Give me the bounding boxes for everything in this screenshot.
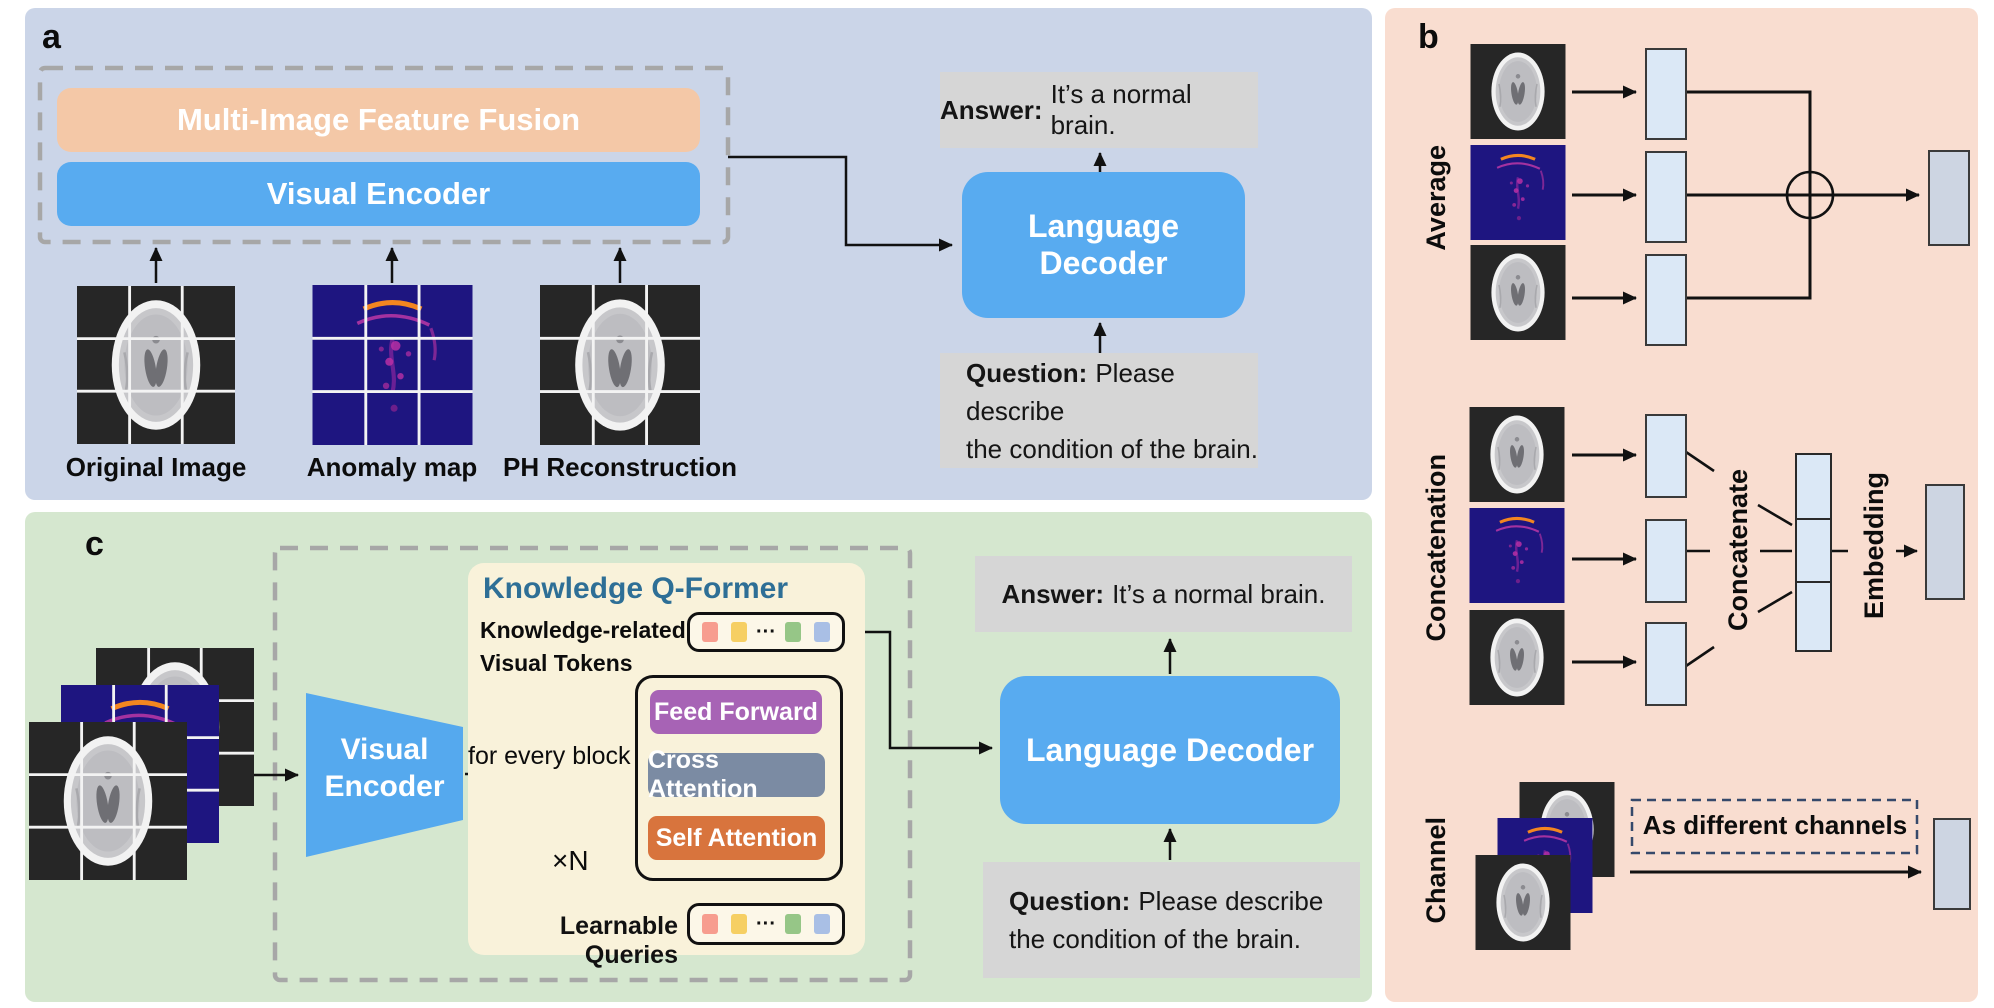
language-decoder-box-c: Language Decoder	[1000, 676, 1340, 824]
embedding-label-wrap: Embedding	[1854, 440, 1894, 650]
question-note-c: Question:Please describe the condition o…	[983, 862, 1360, 978]
avg-feature-rect-2	[1645, 151, 1687, 243]
channel-output-rect	[1933, 818, 1971, 910]
embedding-label: Embedding	[1858, 471, 1889, 619]
cross-attention-box: Cross Attention	[648, 746, 825, 803]
avg-feature-rect-3	[1645, 254, 1687, 346]
cat-feature-rect-1	[1645, 414, 1687, 498]
token-square-green	[784, 622, 801, 642]
avg-feature-rect-1	[1645, 48, 1687, 140]
panel-b-label: b	[1418, 18, 1439, 56]
average-row-label-wrap: Average	[1416, 110, 1456, 285]
answer-text-a: It’s a normal brain.	[1050, 79, 1192, 140]
cat-embedding-rect	[1925, 484, 1965, 600]
as-different-channels-label: As different channels	[1642, 810, 1908, 840]
token-square-blue	[813, 622, 830, 642]
answer-text-c: It’s a normal brain.	[1112, 578, 1326, 609]
cat-stack-segment-2	[1795, 518, 1832, 585]
panel-c-label: c	[85, 525, 104, 563]
token-square-red	[702, 622, 718, 642]
query-ellipsis: ···	[756, 912, 776, 935]
question-prefix-a: Question:	[966, 357, 1088, 388]
question-prefix-c: Question:	[1009, 886, 1131, 916]
cat-image-brain1	[1469, 407, 1565, 502]
cat-image-brain2	[1469, 610, 1565, 705]
anomaly-map-thumbnail	[310, 285, 475, 445]
average-row-label: Average	[1420, 144, 1451, 251]
concatenation-row-label-wrap: Concatenation	[1416, 425, 1456, 670]
question-note-a: Question:Please describe the condition o…	[940, 353, 1258, 468]
channel-row-label-wrap: Channel	[1416, 793, 1456, 948]
panel-a-label: a	[42, 18, 61, 56]
self-attention-box: Self Attention	[648, 816, 825, 860]
cat-image-anomaly	[1469, 508, 1565, 603]
query-square-yellow	[731, 914, 747, 934]
original-image-label: Original Image	[65, 452, 247, 482]
question-line2-a: the condition of the brain.	[966, 433, 1258, 464]
avg-output-rect	[1928, 150, 1970, 246]
qformer-block-outline	[635, 675, 843, 881]
answer-note-c: Answer: It’s a normal brain.	[975, 556, 1352, 632]
visual-encoder-box-a: Visual Encoder	[57, 162, 700, 226]
concatenate-label: Concatenate	[1722, 468, 1753, 632]
concatenation-row-label: Concatenation	[1420, 453, 1451, 642]
avg-image-anomaly	[1469, 145, 1567, 240]
ph-reconstruction-label: PH Reconstruction	[502, 452, 738, 482]
question-line1-a: Please describe	[966, 357, 1175, 426]
visual-tokens-label: Visual Tokens	[480, 650, 633, 676]
cat-feature-rect-2	[1645, 519, 1687, 603]
query-square-green	[784, 914, 801, 934]
token-square-yellow	[731, 622, 747, 642]
answer-note-a: Answer: It’s a normal brain.	[940, 72, 1258, 148]
knowledge-related-label: Knowledge-related	[480, 617, 686, 643]
question-text-wrap-a: Question:Please describe the condition o…	[966, 354, 1258, 468]
knowledge-qformer-title: Knowledge Q-Former	[483, 572, 789, 605]
question-text-wrap-c: Question:Please describe the condition o…	[1009, 882, 1323, 958]
visual-encoder-trapezoid-label: Visual Encoder	[324, 733, 445, 803]
query-square-blue	[813, 914, 830, 934]
anomaly-map-label: Anomaly map	[306, 452, 478, 482]
cat-stack-segment-1	[1795, 453, 1832, 522]
stacked-image-front	[28, 722, 188, 880]
channel-row-label: Channel	[1420, 817, 1451, 924]
channel-image-front	[1474, 855, 1572, 950]
feed-forward-box: Feed Forward	[650, 690, 822, 734]
language-decoder-box-a: Language Decoder	[962, 172, 1245, 318]
ph-reconstruction-thumbnail	[540, 285, 700, 445]
avg-image-brain2	[1469, 245, 1567, 340]
question-line1-c: Please describe	[1138, 886, 1324, 916]
for-every-block-label: for every block	[468, 742, 631, 770]
multi-image-feature-fusion-box: Multi-Image Feature Fusion	[57, 88, 700, 152]
answer-prefix-c: Answer:	[1001, 578, 1105, 609]
cat-stack-segment-3	[1795, 581, 1832, 652]
question-line2-c: the condition of the brain.	[1009, 924, 1301, 954]
learnable-queries-row: ···	[687, 903, 845, 945]
avg-image-brain1	[1469, 44, 1567, 139]
cat-feature-rect-3	[1645, 622, 1687, 706]
token-ellipsis: ···	[756, 620, 776, 643]
knowledge-visual-tokens-row: ···	[687, 612, 845, 652]
query-square-red	[702, 914, 718, 934]
times-n-label: ×N	[552, 845, 589, 876]
original-image-thumbnail	[77, 285, 235, 445]
concatenate-label-wrap: Concatenate	[1718, 445, 1758, 655]
learnable-queries-label: Learnable Queries	[559, 912, 678, 969]
answer-prefix-a: Answer:	[940, 94, 1043, 125]
